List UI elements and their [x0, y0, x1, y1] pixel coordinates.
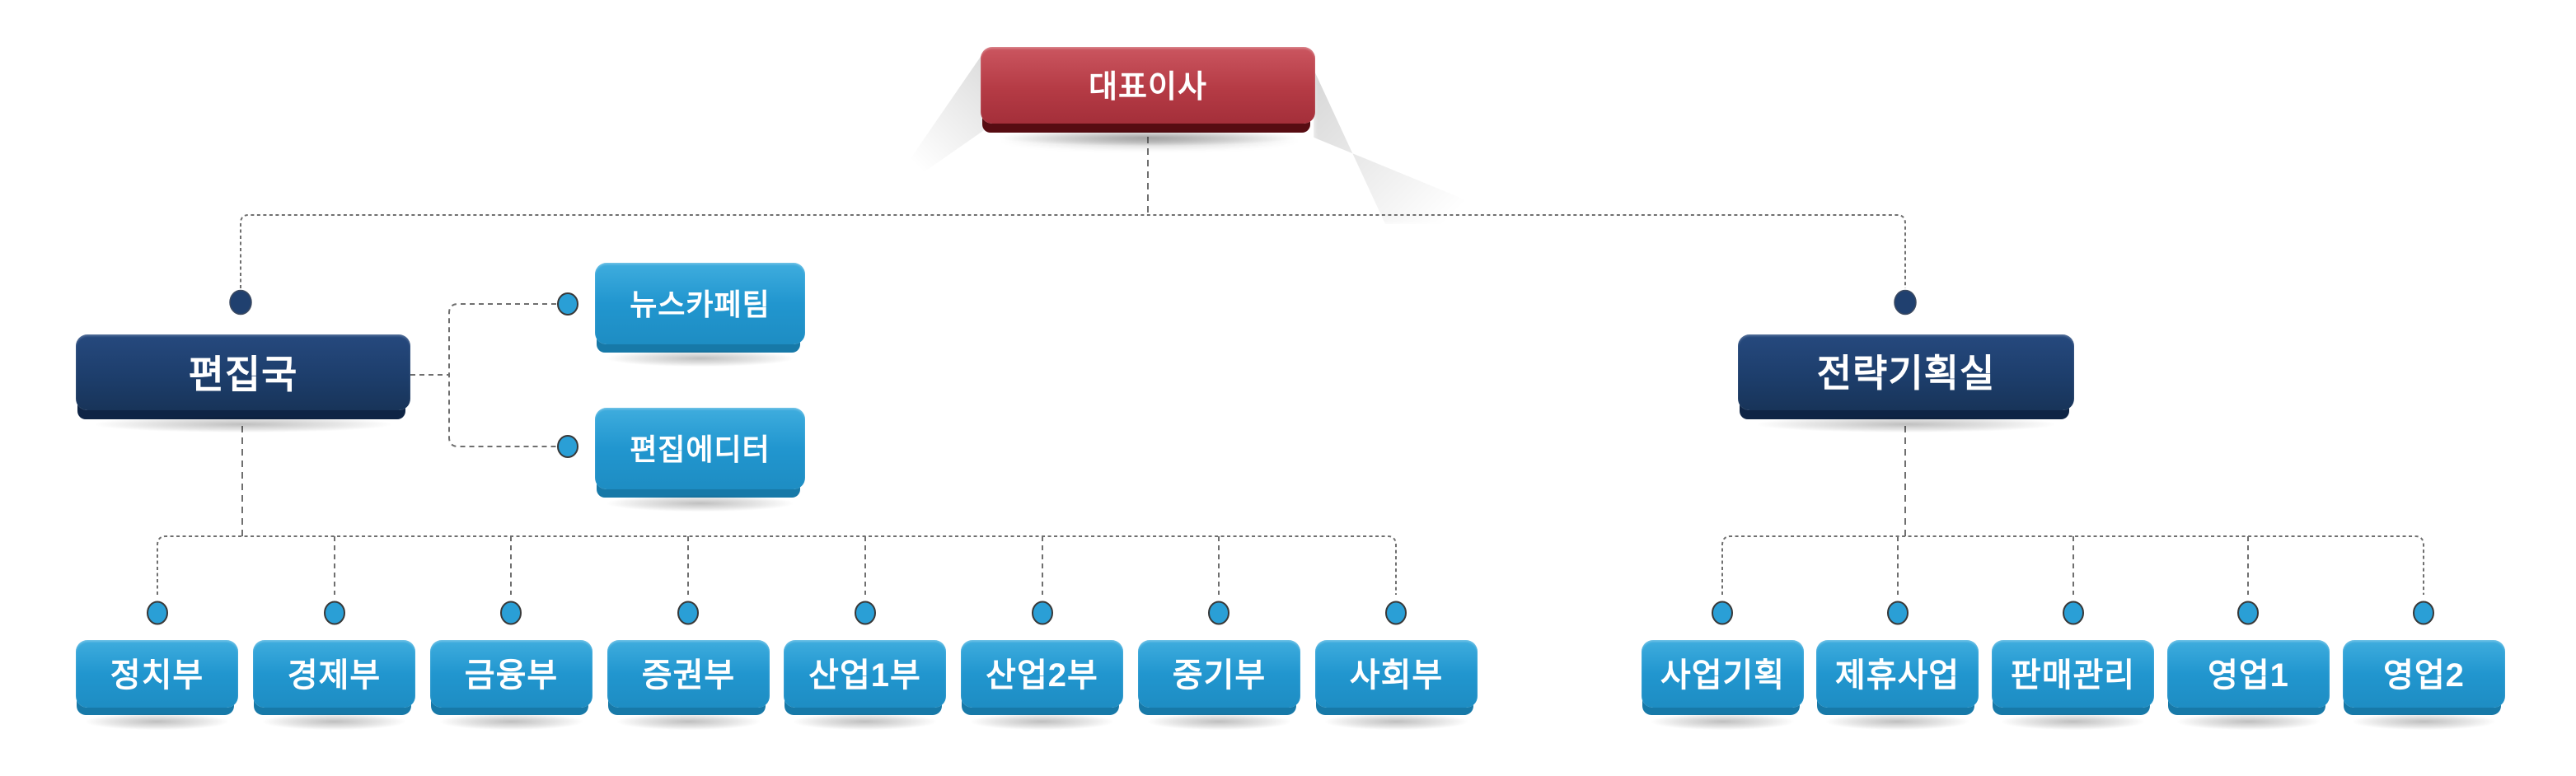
node-securities-dept: 증권부: [607, 640, 770, 730]
node-economy-dept: 경제부: [253, 640, 415, 730]
node-politics-dept: 정치부: [76, 640, 238, 730]
node-business-planning-dept: 사업기획: [1642, 640, 1804, 730]
node-sales-management-dept-label: 판매관리: [2010, 657, 2136, 694]
dot-left-child-2: [324, 601, 345, 625]
node-partnership-business-dept: 제휴사업: [1816, 640, 1979, 730]
dot-staff-2: [557, 435, 578, 458]
dot-left-child-8: [1385, 601, 1407, 625]
node-finance-dept: 금융부: [430, 640, 592, 730]
dot-right-child-2: [1887, 601, 1909, 625]
node-strategic-planning-office-label: 전략기획실: [1816, 352, 1996, 395]
node-society-dept: 사회부: [1315, 640, 1478, 730]
node-sales2-dept: 영업2: [2343, 640, 2505, 730]
dot-left-child-1: [147, 601, 168, 625]
node-industry2-dept-label: 산업2부: [986, 657, 1098, 694]
connector-left-rail: [157, 535, 1397, 595]
dot-right-child-3: [2063, 601, 2084, 625]
node-sales1-dept-label: 영업1: [2208, 657, 2289, 694]
dot-right-child-1: [1712, 601, 1733, 625]
connector-top-rail: [240, 214, 1906, 288]
connector-left-child-drops: [334, 536, 1220, 595]
node-ceo: 대표이사: [981, 47, 1315, 146]
node-sme-dept-label: 중기부: [1172, 657, 1267, 694]
node-society-dept-label: 사회부: [1349, 657, 1444, 694]
node-sales2-dept-label: 영업2: [2383, 657, 2465, 694]
node-economy-dept-label: 경제부: [287, 657, 382, 694]
connector-right-child-drops: [1897, 536, 2249, 595]
node-sme-dept: 중기부: [1138, 640, 1300, 730]
node-editing-editor-label: 편집에디터: [630, 432, 770, 466]
connector-staff-bracket: [448, 303, 556, 447]
node-strategic-planning-office: 전략기획실: [1738, 334, 2074, 432]
node-editing-editor: 편집에디터: [595, 408, 805, 512]
dot-staff-1: [557, 292, 578, 316]
node-editorial-bureau-label: 편집국: [188, 352, 298, 396]
dot-right-child-4: [2237, 601, 2259, 625]
dot-left-child-7: [1208, 601, 1229, 625]
node-politics-dept-label: 정치부: [110, 657, 204, 694]
node-sales-management-dept: 판매관리: [1992, 640, 2154, 730]
node-sales1-dept: 영업1: [2167, 640, 2330, 730]
node-editorial-bureau: 편집국: [76, 334, 410, 432]
node-securities-dept-label: 증권부: [641, 657, 736, 694]
dot-left-child-4: [677, 601, 699, 625]
node-ceo-label: 대표이사: [1089, 70, 1207, 105]
node-finance-dept-label: 금융부: [464, 657, 559, 694]
dot-left-child-5: [855, 601, 876, 625]
node-industry1-dept-label: 산업1부: [808, 657, 921, 694]
dot-right-child-5: [2413, 601, 2434, 625]
dot-right-head: [1894, 289, 1917, 316]
node-industry2-dept: 산업2부: [961, 640, 1123, 730]
dot-left-child-3: [500, 601, 522, 625]
ceo-ground-shadow: [997, 130, 1302, 152]
node-news-cafe-team-label: 뉴스카페팀: [630, 287, 770, 321]
node-business-planning-dept-label: 사업기획: [1660, 657, 1786, 694]
node-partnership-business-dept-label: 제휴사업: [1834, 657, 1960, 694]
node-industry1-dept: 산업1부: [784, 640, 946, 730]
dot-left-child-6: [1032, 601, 1053, 625]
dot-left-head: [229, 289, 252, 316]
node-news-cafe-team: 뉴스카페팀: [595, 263, 805, 367]
